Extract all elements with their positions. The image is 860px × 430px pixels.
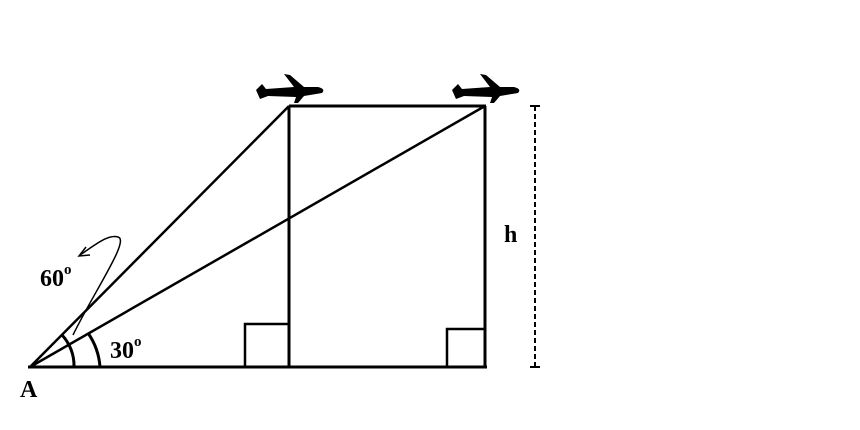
angle-arc-30 <box>86 332 102 368</box>
angle-60-value: 60 <box>40 266 64 292</box>
curved-arrow <box>72 235 122 336</box>
arrow-head-icon <box>77 246 91 257</box>
degree-mark: o <box>64 262 72 278</box>
sight-line-60 <box>29 105 290 368</box>
airplane-icon-right <box>452 74 520 103</box>
angle-30-label: 30o <box>110 334 142 365</box>
angle-30-value: 30 <box>110 338 134 364</box>
right-angle-right <box>445 327 487 369</box>
point-a-label: A <box>20 377 38 403</box>
angle-60-label: 60o <box>40 262 72 293</box>
angle-arc-60 <box>60 333 76 368</box>
airplane-icon-left <box>256 74 324 103</box>
degree-mark: o <box>134 334 142 350</box>
height-label: h <box>504 222 518 248</box>
sight-line-30 <box>29 104 486 369</box>
right-angle-left <box>243 322 291 369</box>
